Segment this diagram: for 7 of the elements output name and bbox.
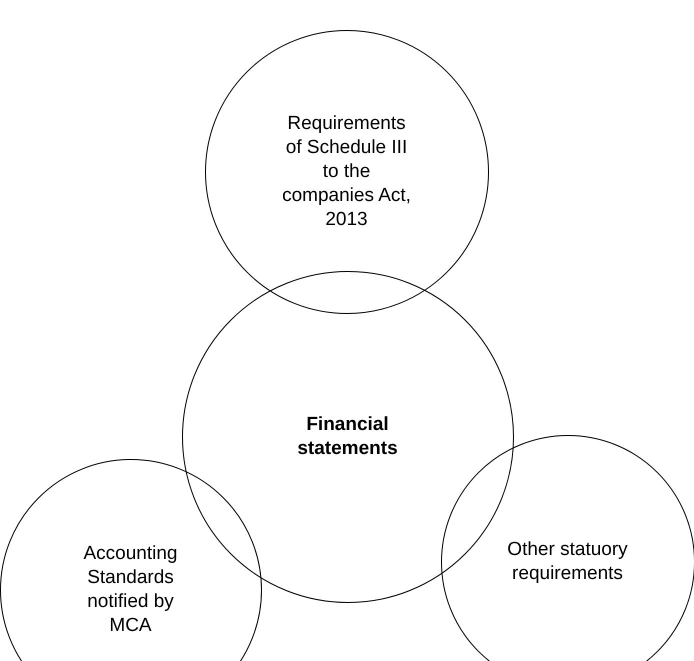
circle-label: Other statuory requirements xyxy=(506,538,629,586)
circle-label: Accounting Standards notified by MCA xyxy=(82,542,178,638)
circle-label: Requirements of Schedule III to the companies Act, 2013 xyxy=(282,112,412,232)
circle-label: Financial statements xyxy=(296,412,399,460)
circle xyxy=(205,30,489,314)
circle xyxy=(0,459,262,661)
circle xyxy=(441,435,694,661)
